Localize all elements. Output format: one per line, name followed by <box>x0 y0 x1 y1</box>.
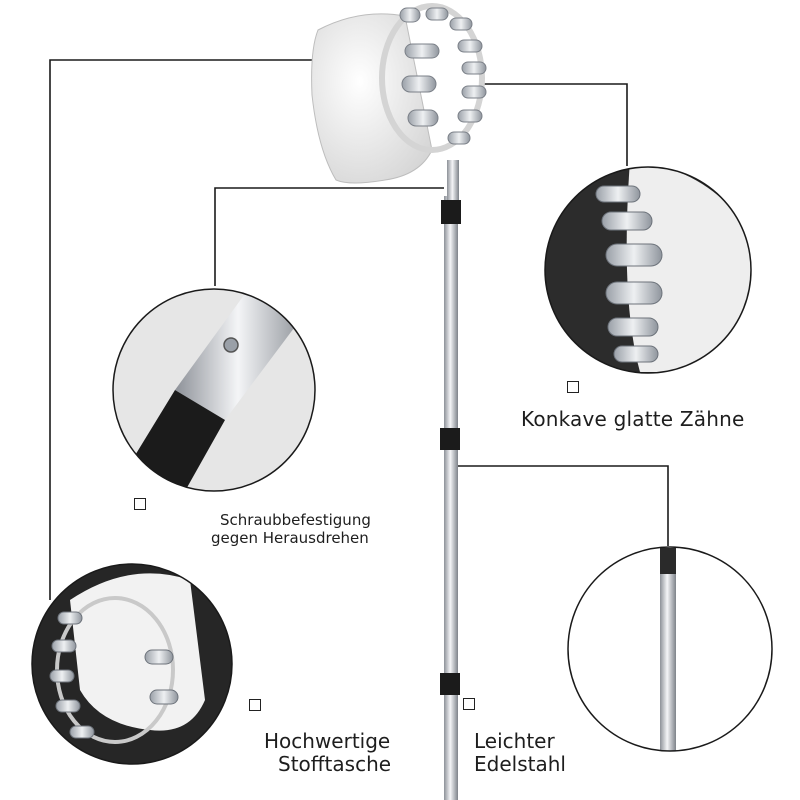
leader-line-teeth <box>480 83 628 166</box>
inset-screw-closeup <box>112 288 316 492</box>
leader-line-fabric <box>49 59 380 600</box>
pole-joint-top <box>441 200 461 224</box>
screw-icon <box>223 337 239 353</box>
teeth-label: Konkave glatte Zähne <box>521 407 745 431</box>
fabric-bag <box>311 13 433 184</box>
steel-checkbox <box>463 698 475 710</box>
picker-head <box>311 3 487 184</box>
screw-checkbox <box>134 498 146 510</box>
pole-joint-bottom <box>440 673 460 695</box>
fabric-checkbox <box>249 699 261 711</box>
leader-line-screw <box>214 187 444 286</box>
teeth-checkbox <box>567 381 579 393</box>
screw-label-line1: Schraubbefestigung <box>220 511 371 529</box>
screw-label-line2: gegen Herausdrehen <box>211 529 369 547</box>
steel-label-line2: Edelstahl <box>474 752 566 776</box>
fabric-label-line1: Hochwertige <box>264 729 391 753</box>
inset-teeth-closeup <box>544 166 752 374</box>
fabric-label-line2: Stofftasche <box>278 752 392 776</box>
leader-lines <box>49 59 669 600</box>
pole-joint-middle <box>440 428 460 450</box>
teeth-ring <box>399 7 487 145</box>
inset-steel-closeup <box>567 546 773 752</box>
steel-label-line1: Leichter <box>474 729 555 753</box>
leader-line-steel <box>455 465 669 546</box>
inset-fabric-bag <box>31 563 233 765</box>
telescopic-pole <box>440 160 461 800</box>
